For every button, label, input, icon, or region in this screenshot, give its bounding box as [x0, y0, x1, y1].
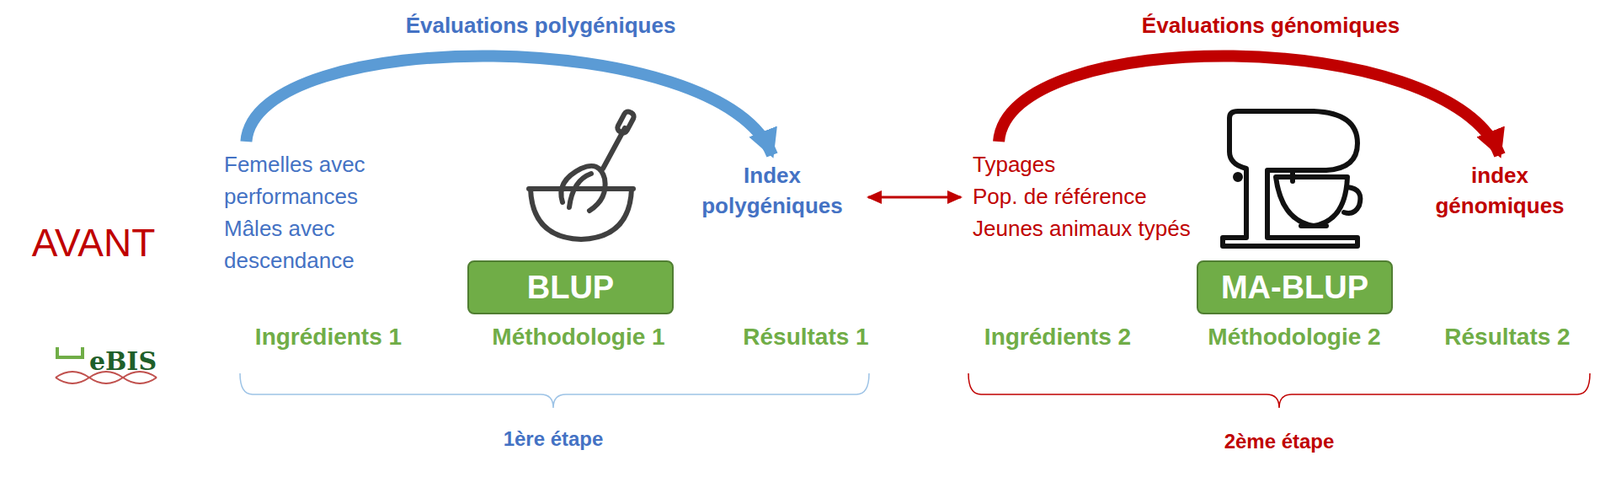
double-arrow [868, 196, 961, 199]
step-label: Résultats 1 [742, 323, 869, 351]
stage-label: AVANT [32, 219, 156, 266]
whisk-bowl-icon [528, 110, 635, 240]
method-box: MA-BLUP [1196, 260, 1393, 315]
box-label: BLUP [527, 269, 614, 306]
text-line: Index polygéniques [688, 160, 857, 221]
text-line: Pop. de référence [972, 180, 1191, 213]
bracket [240, 373, 870, 408]
stage-caption: 1ère étape [503, 426, 604, 451]
arc-arrow [998, 55, 1500, 155]
result-text: Index polygéniques [688, 160, 857, 221]
text-line: Femelles avec performances [224, 148, 410, 213]
stage-caption: 2ème étape [1224, 429, 1335, 454]
text-line: Jeunes animaux typés [972, 212, 1191, 245]
text-line: index génomiques [1415, 160, 1584, 221]
ingredient-list: Femelles avec performancesMâles avec des… [224, 148, 410, 277]
bracket [968, 373, 1590, 408]
text-line: Typages [972, 148, 1191, 181]
edge-label: Évaluations polygéniques [402, 12, 680, 39]
step-label: Résultats 2 [1444, 323, 1570, 351]
logo-text: eBIS [89, 346, 157, 376]
arc-arrow [245, 55, 773, 155]
ingredient-list: TypagesPop. de référenceJeunes animaux t… [972, 148, 1191, 245]
step-label: Méthodologie 1 [491, 323, 665, 351]
step-label: Méthodologie 2 [1207, 323, 1381, 351]
text-line: Mâles avec descendance [224, 212, 410, 277]
box-label: MA-BLUP [1221, 269, 1369, 306]
result-text: index génomiques [1415, 160, 1584, 221]
method-box: BLUP [467, 260, 674, 315]
edge-label: Évaluations génomiques [1138, 12, 1403, 39]
step-label: Ingrédients 2 [984, 323, 1131, 351]
stand-mixer-icon [1222, 111, 1360, 246]
step-label: Ingrédients 1 [255, 323, 402, 351]
